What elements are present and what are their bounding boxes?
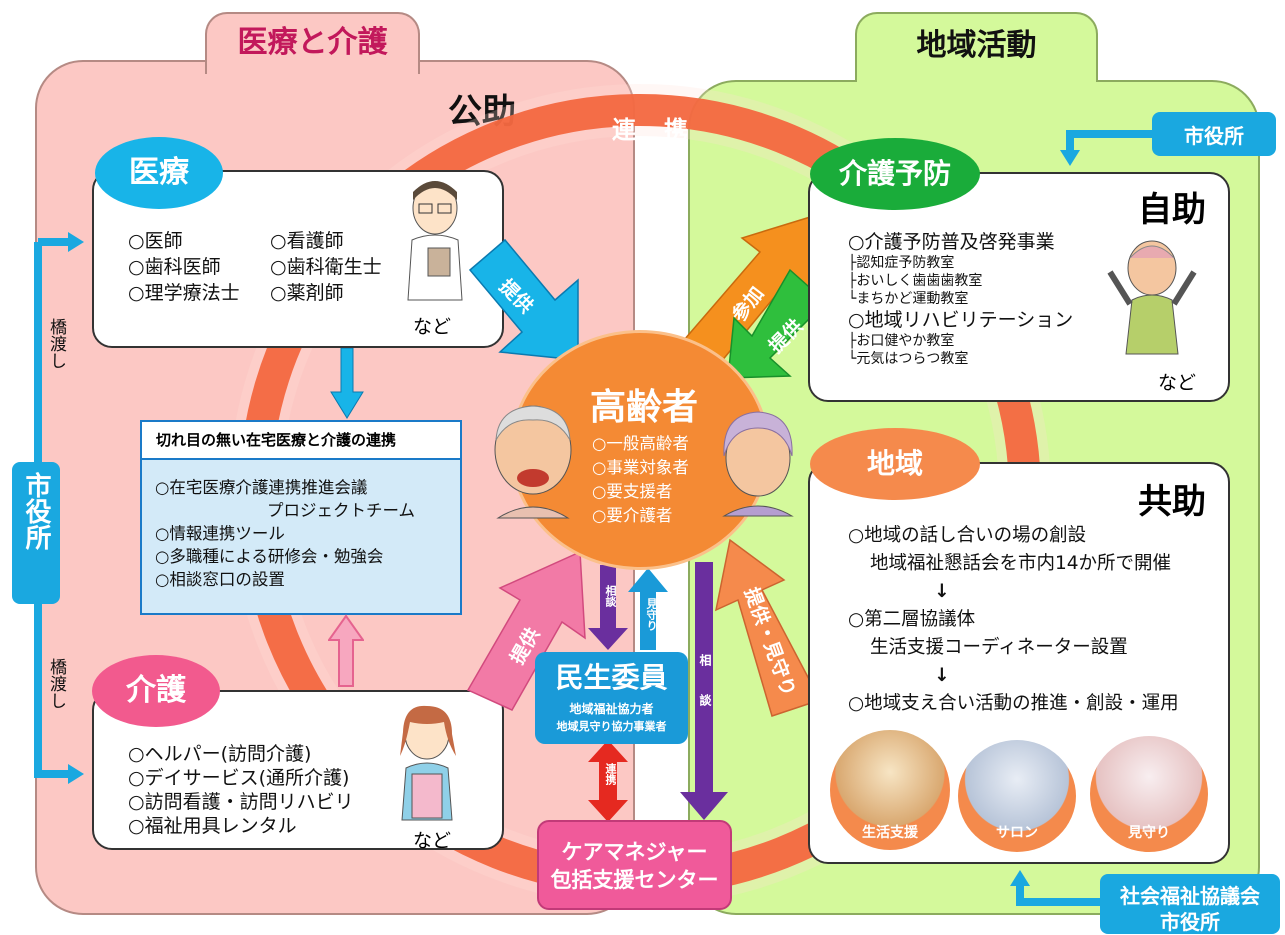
kaigo-title: 介護 [92,655,220,727]
kaigo-items: ○ヘルパー(訪問介護) ○デイサービス(通所介護) ○訪問看護・訪問リハビリ ○… [128,742,354,838]
chiiki-title: 地域 [810,428,980,500]
yobo-item: ├おいしく歯歯歯教室 [848,273,983,289]
consult-long-down-arrow [680,562,728,820]
iryo-item: ○歯科医師 [128,256,221,278]
iryo-title: 医療 [95,137,223,209]
iryo-down-arrow [330,348,364,419]
yobo-item: ○介護予防普及啓発事業 [848,231,1055,253]
care-manager-line2: 包括支援センター [550,868,719,892]
city-bottom-right-box [1100,874,1280,934]
chiiki-item: ↓ [934,665,950,686]
chiiki-item: 生活支援コーディネーター設置 [870,637,1128,658]
elderly-items: ○一般高齢者 ○事業対象者 ○要支援者 ○要介護者 [592,432,689,528]
kaigo-up-arrow [328,614,364,687]
yobo-title: 介護予防 [810,138,980,210]
yobo-item: ├お口健やか教室 [848,333,955,349]
elderly-item: ○要介護者 [592,506,673,525]
elderly-item: ○事業対象者 [592,458,689,477]
renkei-ring-label: 連 携 [612,116,690,144]
seamless-items: ○在宅医療介護連携推進会議 プロジェクトチーム ○情報連携ツール ○多職種による… [155,476,415,591]
seamless-item: ○情報連携ツール [155,524,285,543]
chiiki-item: 地域福祉懇話会を市内14か所で開催 [870,553,1172,574]
iryo-item: ○医師 [128,230,183,252]
city-bottom-arrow [1010,870,1102,906]
elderly-man-illustration-icon [494,405,572,519]
mutual-help-label: 共助 [1138,482,1206,522]
iryo-item: ○看護師 [270,230,344,252]
chiiki-item: ○地域支え合い活動の推進・創設・運用 [848,693,1179,714]
kaigo-item: ○デイサービス(通所介護) [128,767,350,789]
watching-label: 見守り [1128,825,1170,841]
iryo-provide-arrow [468,238,579,361]
consult-long-label: 相談 [698,654,712,734]
caregiver-illustration-icon [400,705,456,821]
left-bridge-bottom-label: 橋渡し [46,658,66,709]
seamless-item: ○在宅医療介護連携推進会議 [155,478,368,497]
chiiki-item: ○地域の話し合いの場の創設 [848,525,1087,546]
watch-label: 見守り [645,598,658,631]
cooperation-double-arrow [588,740,628,822]
elderly-title: 高齢者 [590,387,699,428]
kaigo-provide-arrow [466,550,586,711]
city-top-right-label: 市役所 [1184,124,1244,148]
yobo-item: ├認知症予防教室 [848,255,955,271]
seamless-item: プロジェクトチーム [267,501,416,520]
iryo-col1: ○医師 ○歯科医師 ○理学療法士 [128,228,240,306]
consult-label: 相談 [604,585,617,607]
seamless-title: 切れ目の無い在宅医療と介護の連携 [140,420,462,460]
yobo-items: ○介護予防普及啓発事業 ├認知症予防教室 ├おいしく歯歯歯教室 └まちかど運動教… [848,230,1073,368]
iryo-col2: ○看護師 ○歯科衛生士 ○薬剤師 [270,228,382,306]
care-manager-box [537,820,732,910]
life-support-photo [830,730,950,850]
yobo-etc: など [1158,372,1197,394]
community-activity-tab: 地域活動 [855,12,1098,82]
yobo-item: └元気はつらつ教室 [848,351,969,367]
elderly-item: ○一般高齢者 [592,434,689,453]
exercising-elder-illustration-icon [1107,240,1197,355]
seamless-item: ○相談窓口の設置 [155,570,285,589]
yobo-item: └まちかど運動教室 [848,291,969,307]
minsei-sub2: 地域見守り協力事業者 [556,720,667,733]
minsei-sub1: 地域福祉協力者 [569,702,654,716]
cooperation-arrow-label: 連携 [604,763,617,785]
city-bottom-right-line1: 社会福祉協議会 [1120,884,1260,908]
consult-down-arrow [588,565,628,650]
kaigo-item: ○訪問看護・訪問リハビリ [128,791,354,813]
iryo-etc: など [413,316,452,338]
salon-label: サロン [996,825,1038,841]
iryo-item: ○理学療法士 [128,282,240,304]
left-bridge-top-label: 橋渡し [46,318,66,369]
left-city-label: 市役所 [21,472,51,550]
kaigo-item: ○福祉用具レンタル [128,815,297,837]
watch-up-arrow [628,568,668,650]
community-provide-watch-arrow [714,538,822,717]
doctor-illustration-icon [407,181,463,301]
minsei-title: 民生委員 [555,661,668,694]
kaigo-item: ○ヘルパー(訪問介護) [128,743,312,765]
yobo-item: ○地域リハビリテーション [848,309,1074,331]
city-top-right-box [1152,112,1276,156]
life-support-label: 生活支援 [862,825,918,841]
chiiki-items: ○地域の話し合いの場の創設 地域福祉懇話会を市内14か所で開催 ↓ ○第二層協議… [848,522,1179,718]
seamless-item: ○多職種による研修会・勉強会 [155,547,384,566]
kaigo-etc: など [413,830,452,852]
iryo-item: ○歯科衛生士 [270,256,382,278]
city-bottom-right-line2: 市役所 [1160,910,1220,934]
chiiki-item: ↓ [934,581,950,602]
iryo-item: ○薬剤師 [270,282,344,304]
self-help-label: 自助 [1138,190,1206,230]
salon-photo [958,740,1076,852]
left-city-bar [12,462,60,604]
medical-care-tab: 医療と介護 [205,12,420,74]
elderly-woman-illustration-icon [722,411,794,517]
chiiki-item: ○第二層協議体 [848,609,976,630]
minsei-box [535,652,688,744]
watching-photo [1090,736,1208,852]
elderly-item: ○要支援者 [592,482,673,501]
city-top-arrow [1060,130,1152,166]
care-manager-line1: ケアマネジャー [561,840,708,864]
